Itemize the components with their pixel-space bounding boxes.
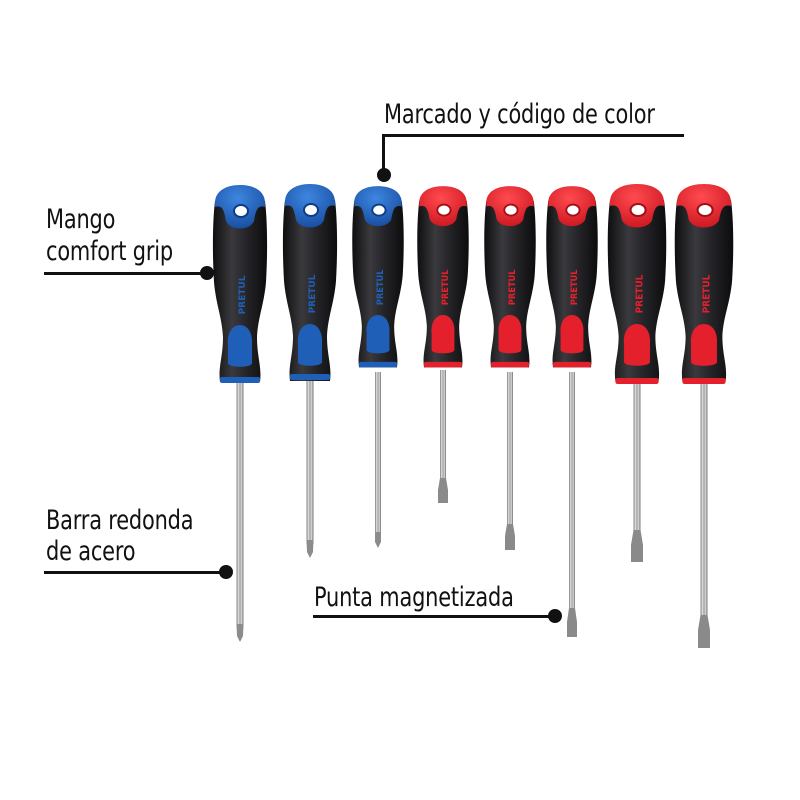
brand-mark: PRETUL (634, 275, 645, 314)
screwdriver-3: PRETUL (352, 186, 404, 548)
screwdriver-4: PRETUL (417, 186, 469, 503)
flat-tip (631, 530, 643, 562)
phillips-tip (375, 532, 381, 548)
flat-tip (567, 608, 577, 637)
callout-shaft-underline (44, 571, 224, 574)
callout-shaft-dot (219, 565, 233, 579)
callout-tip-underline (313, 615, 553, 618)
callout-handle-dot (200, 266, 214, 280)
callout-marking-label: Marcado y código de color (384, 99, 655, 130)
flat-tip (505, 524, 515, 550)
callout-handle-label-line1: Mango (46, 204, 116, 235)
shaft (236, 380, 244, 628)
brand-mark: PRETUL (375, 269, 385, 305)
brand-mark: PRETUL (440, 269, 450, 305)
callout-handle-underline (44, 272, 206, 275)
flat-tip (698, 615, 710, 648)
callout-tip-label: Punta magnetizada (314, 582, 514, 613)
callout-shaft-label-line2: de acero (46, 536, 136, 567)
flat-tip (438, 478, 448, 503)
screwdriver-8: PRETUL (674, 184, 734, 648)
brand-mark: PRETUL (507, 269, 517, 305)
phillips-tip (306, 540, 314, 558)
brand-mark: PRETUL (701, 275, 712, 314)
screwdriver-6: PRETUL (546, 186, 598, 637)
screwdriver-7: PRETUL (607, 184, 667, 562)
callout-marking-leader (382, 134, 385, 174)
screwdriver-1: PRETUL (212, 185, 268, 642)
brand-mark: PRETUL (308, 274, 318, 313)
screwdriver-2: PRETUL (282, 184, 338, 558)
callout-handle-label-line2: comfort grip (46, 236, 173, 267)
callout-shaft-label-line1: Barra redonda (46, 505, 194, 536)
callout-tip-dot (548, 609, 562, 623)
brand-mark: PRETUL (569, 269, 579, 305)
brand-mark: PRETUL (238, 275, 248, 314)
phillips-tip (236, 624, 244, 642)
callout-marking-underline (382, 134, 684, 137)
callout-marking-dot (377, 168, 391, 182)
screwdriver-5: PRETUL (484, 186, 536, 550)
